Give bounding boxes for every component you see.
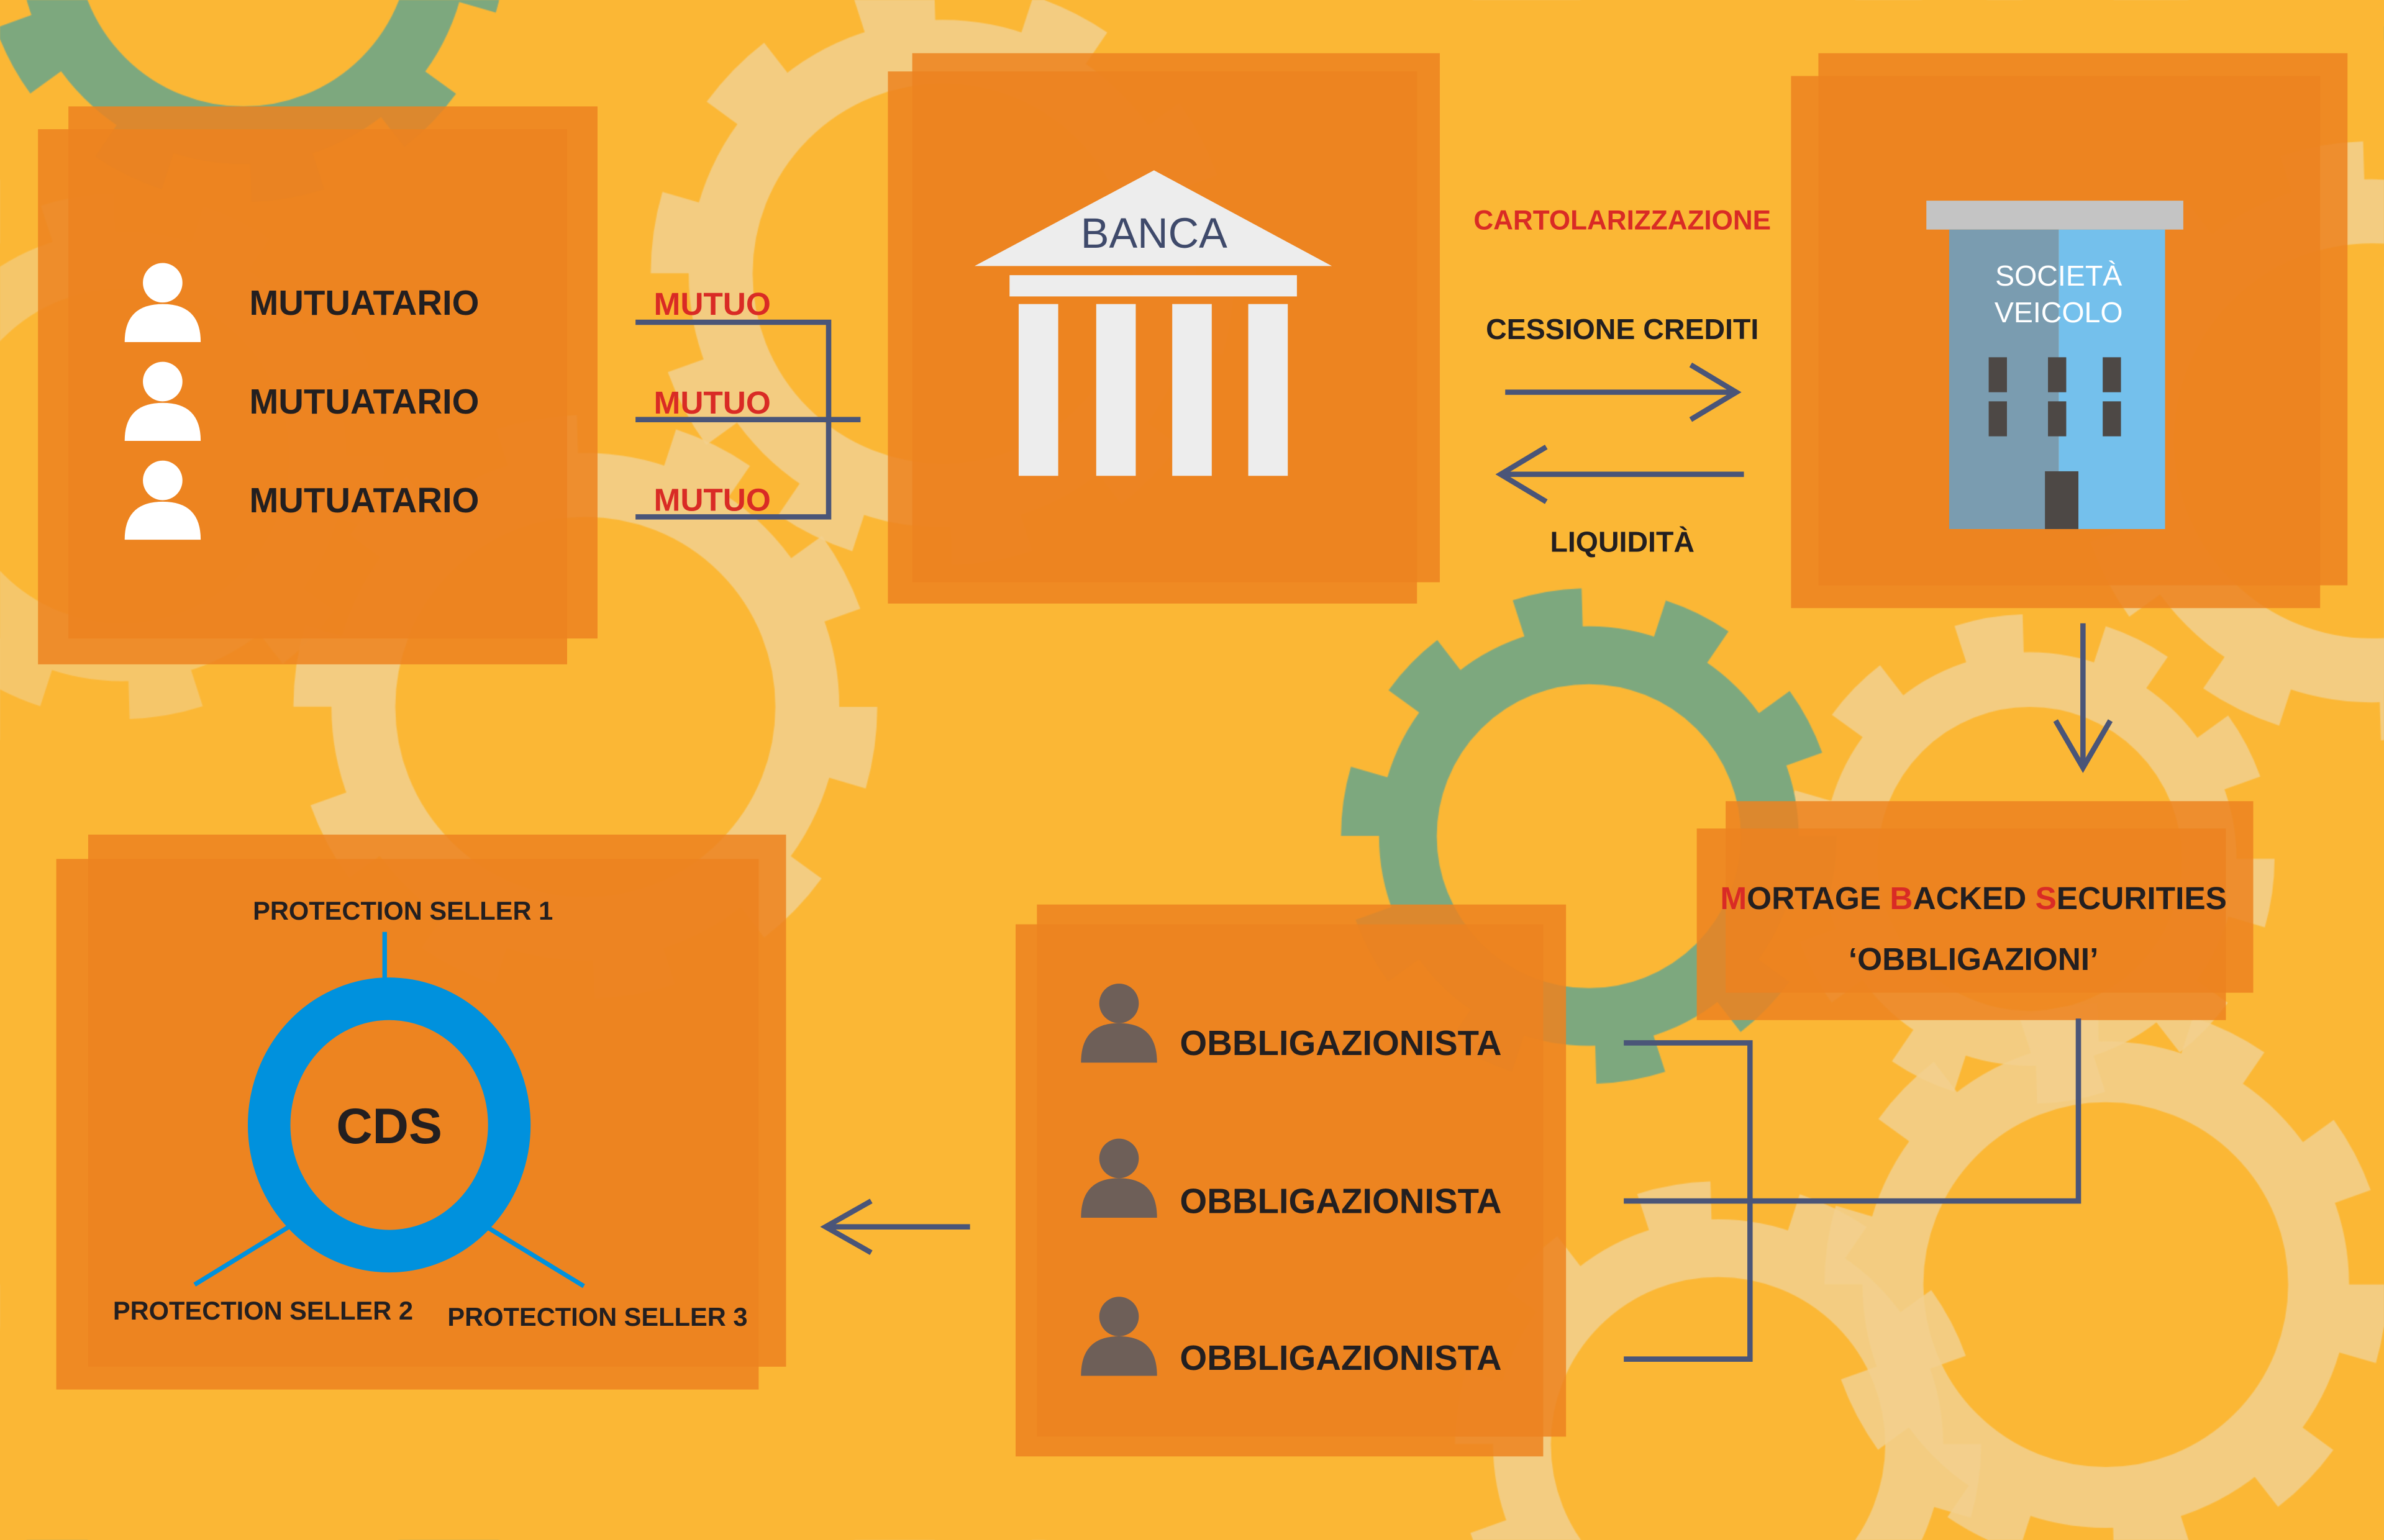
loan-label: MUTUO	[654, 286, 771, 322]
loan-label: MUTUO	[654, 482, 771, 518]
protection-seller-3: PROTECTION SELLER 3	[447, 1302, 747, 1331]
bondholder-label: OBBLIGAZIONISTA	[1180, 1182, 1501, 1221]
person-icon	[1081, 1297, 1157, 1376]
spv-label-line1: SOCIETÀ	[1995, 260, 2122, 292]
liquidity-label: LIQUIDITÀ	[1550, 526, 1694, 558]
spv-label-line2: VEICOLO	[1995, 296, 2123, 328]
person-icon	[124, 263, 201, 342]
borrower-2: MUTUATARIO	[124, 361, 479, 441]
arrow-right-icon	[1505, 362, 1742, 422]
cds-label: CDS	[336, 1098, 442, 1154]
borrower-label: MUTUATARIO	[249, 283, 479, 322]
cds-box	[56, 835, 786, 1390]
bank-label: BANCA	[1081, 209, 1227, 257]
borrower-3: MUTUATARIO	[124, 460, 479, 540]
transfer-label: CESSIONE CREDITI	[1486, 313, 1758, 345]
bond-distribution-lines	[1624, 1018, 2081, 1362]
arrow-down-icon	[2053, 623, 2113, 773]
mbs-title: MORTAGE BACKED SECURITIES	[1720, 880, 2227, 916]
securitization-title: CARTOLARIZZAZIONE	[1473, 206, 1771, 236]
person-icon	[124, 460, 201, 540]
borrower-label: MUTUATARIO	[249, 481, 479, 520]
protection-seller-1: PROTECTION SELLER 1	[253, 896, 553, 925]
person-icon	[124, 361, 201, 441]
bondholder-2: OBBLIGAZIONISTA	[1081, 1138, 1501, 1221]
spv-building-icon: SOCIETÀ VEICOLO	[1926, 201, 2183, 529]
borrower-label: MUTUATARIO	[249, 382, 479, 421]
mbs-box	[1696, 801, 2254, 1020]
loan-label: MUTUO	[654, 384, 771, 420]
bank-icon: BANCA	[974, 170, 1332, 476]
cds-ring	[247, 977, 531, 1273]
arrow-left-icon	[1495, 445, 1744, 504]
person-icon	[1081, 1138, 1157, 1218]
bank-box	[888, 53, 1440, 604]
loan-bracket-line	[635, 319, 861, 520]
bondholder-label: OBBLIGAZIONISTA	[1180, 1023, 1501, 1062]
protection-seller-2: PROTECTION SELLER 2	[113, 1296, 413, 1325]
bondholder-3: OBBLIGAZIONISTA	[1081, 1297, 1501, 1377]
mbs-subtitle: ‘OBBLIGAZIONI’	[1849, 941, 2099, 977]
cds-diagram: CDS PROTECTION SELLER 1 PROTECTION SELLE…	[113, 896, 748, 1331]
borrower-1: MUTUATARIO	[124, 263, 479, 342]
bondholder-1: OBBLIGAZIONISTA	[1081, 983, 1501, 1063]
bondholder-label: OBBLIGAZIONISTA	[1180, 1338, 1501, 1377]
person-icon	[1081, 983, 1157, 1063]
loan-connectors: MUTUO MUTUO MUTUO	[635, 286, 861, 520]
arrow-left-to-cds-icon	[820, 1198, 970, 1256]
